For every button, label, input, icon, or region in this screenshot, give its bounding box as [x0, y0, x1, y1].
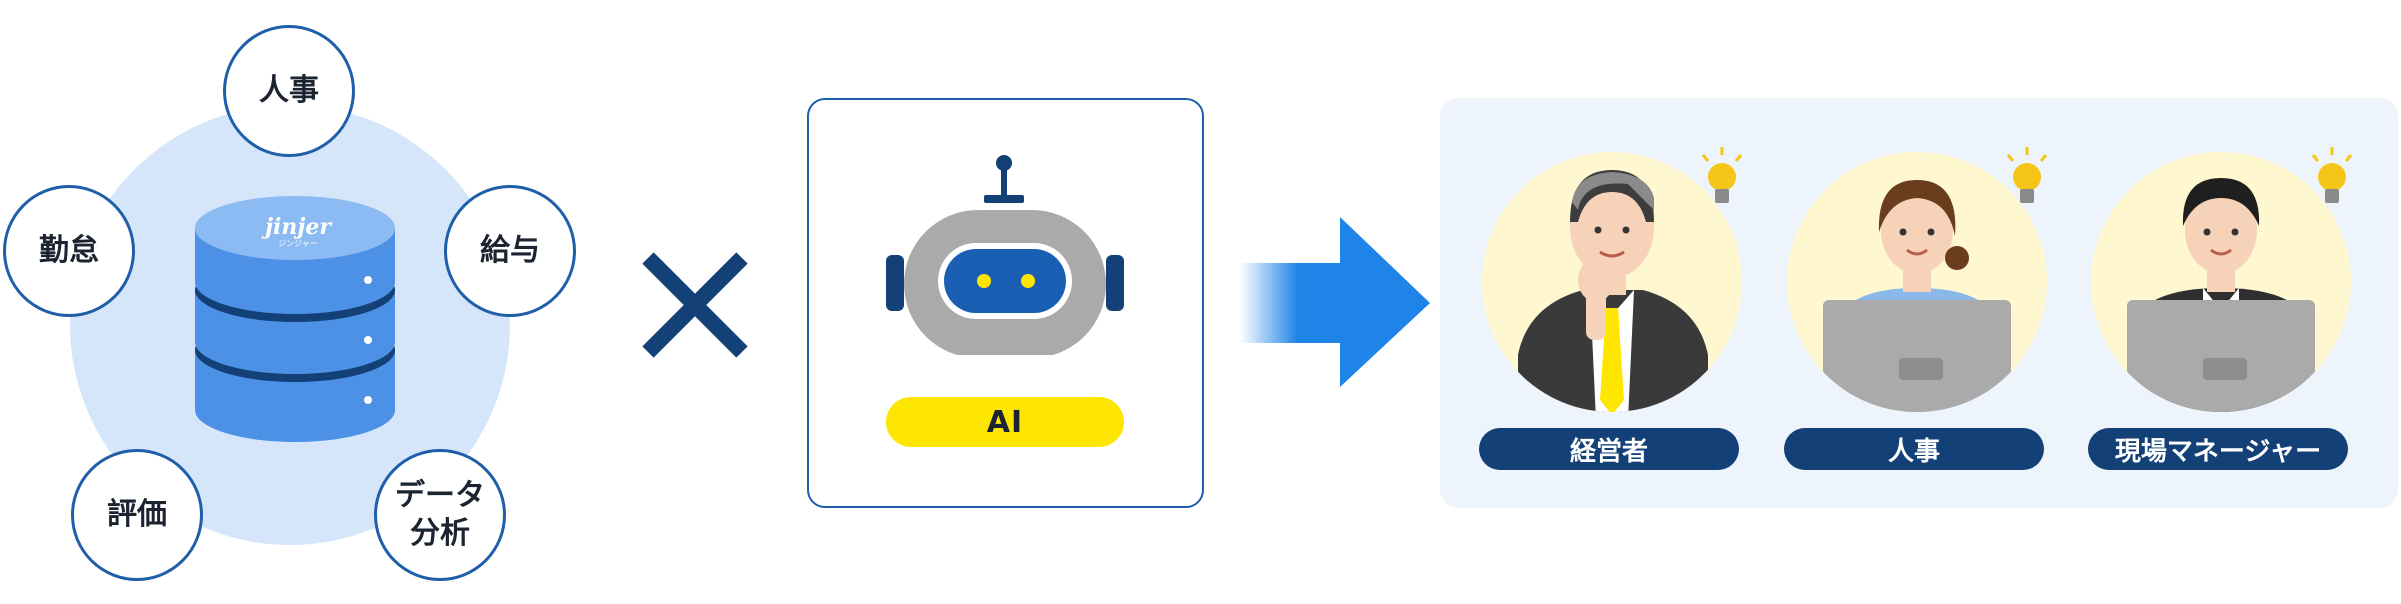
- bubble-payroll: 給与: [444, 185, 576, 317]
- ai-label: AI: [886, 397, 1124, 447]
- role-pill-manager: 現場マネージャー: [2088, 428, 2348, 470]
- database-icon: [195, 196, 395, 442]
- role-label-hr: 人事: [1887, 436, 1940, 467]
- bubble-data-analysis: データ 分析: [374, 449, 506, 581]
- bubble-attendance: 勤怠: [3, 185, 135, 317]
- bubble-evaluation-label: 評価: [107, 497, 167, 532]
- role-pill-executive: 経営者: [1479, 428, 1739, 470]
- arrow-right-icon: [1240, 217, 1430, 387]
- bubble-payroll-label: 給与: [480, 233, 540, 268]
- bubble-hr-label: 人事: [259, 73, 319, 108]
- bubble-attendance-label: 勤怠: [39, 233, 99, 268]
- bubble-data-label-line2: 分析: [410, 516, 470, 551]
- bubble-data-label-line1: データ: [395, 478, 485, 513]
- role-label-executive: 経営者: [1569, 436, 1648, 467]
- multiply-icon: [642, 252, 748, 358]
- lightbulb-icon: [2006, 147, 2048, 203]
- manager-illustration: [2091, 152, 2351, 412]
- executive-illustration: [1482, 152, 1742, 412]
- jinjer-logo: jinjer ジンジャー: [258, 215, 338, 249]
- bubble-hr: 人事: [223, 25, 355, 157]
- jinjer-logo-subtext: ジンジャー: [278, 239, 318, 248]
- lightbulb-icon: [1701, 147, 1743, 203]
- jinjer-logo-text: jinjer: [265, 214, 331, 240]
- hr-illustration: [1787, 152, 2047, 412]
- role-pill-hr: 人事: [1784, 428, 2044, 470]
- ai-label-text: AI: [986, 404, 1024, 440]
- robot-icon: [886, 155, 1124, 355]
- lightbulb-icon: [2311, 147, 2353, 203]
- bubble-evaluation: 評価: [71, 449, 203, 581]
- role-label-manager: 現場マネージャー: [2114, 436, 2322, 467]
